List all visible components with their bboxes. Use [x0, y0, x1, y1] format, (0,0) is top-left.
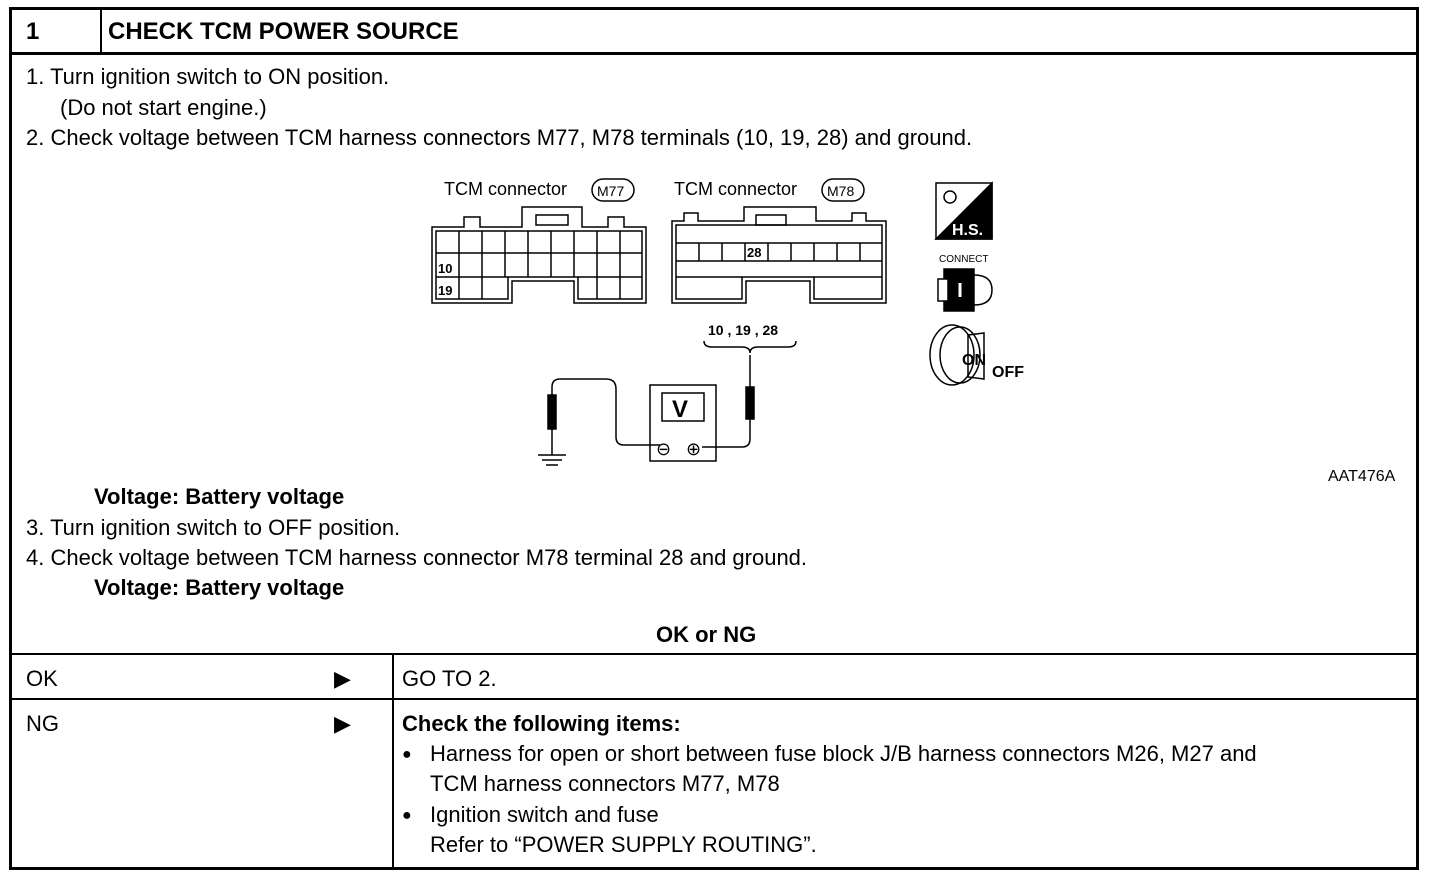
- ok-action: GO TO 2.: [402, 666, 497, 691]
- ignition-on: ON: [962, 352, 986, 369]
- header-divider: [100, 10, 102, 52]
- connector-plug-icon: [937, 268, 993, 312]
- voltage-spec-2: Voltage: Battery voltage: [94, 575, 345, 600]
- probe-terminals: 10 , 19 , 28: [708, 322, 778, 338]
- ok-or-ng: OK or NG: [656, 622, 757, 647]
- instruction-1-note: (Do not start engine.): [60, 95, 267, 120]
- m78-terminal-28: 28: [747, 245, 761, 260]
- connector-diagram: TCM connector M77 TCM connector M78: [431, 178, 1396, 485]
- conn2-id-badge: [821, 178, 865, 202]
- bullet-icon: ●: [402, 807, 412, 824]
- connector-m78: [671, 206, 887, 304]
- voltage-spec-1: Voltage: Battery voltage: [94, 484, 345, 509]
- instruction-4: 4. Check voltage between TCM harness con…: [26, 545, 808, 570]
- ok-label: OK: [26, 666, 58, 691]
- ng-item-2a: Ignition switch and fuse: [430, 802, 659, 827]
- conn1-id: M77: [597, 183, 624, 199]
- ng-item-1a: Harness for open or short between fuse b…: [430, 741, 1257, 766]
- voltmeter: [649, 384, 717, 462]
- step-header: 1 CHECK TCM POWER SOURCE: [12, 10, 1416, 55]
- instruction-2: 2. Check voltage between TCM harness con…: [26, 125, 973, 150]
- minus-terminal: ⊖: [656, 439, 671, 459]
- step-number: 1: [26, 18, 40, 45]
- m77-terminal-19: 19: [438, 283, 452, 298]
- step-title: CHECK TCM POWER SOURCE: [108, 18, 459, 45]
- conn1-id-badge: [591, 178, 635, 202]
- ng-item-1b: TCM harness connectors M77, M78: [430, 771, 780, 796]
- m77-terminal-10: 10: [438, 261, 452, 276]
- instruction-3: 3. Turn ignition switch to OFF position.: [26, 515, 401, 540]
- figure-code: AAT476A: [1328, 468, 1396, 485]
- conn2-label: TCM connector: [674, 179, 797, 199]
- ng-label: NG: [26, 711, 59, 736]
- conn1-label: TCM connector: [444, 179, 567, 199]
- procedure-table: 1 CHECK TCM POWER SOURCE 1. Turn ignitio…: [9, 7, 1419, 870]
- divider-ng: [12, 698, 1416, 700]
- instruction-1: 1. Turn ignition switch to ON position.: [26, 64, 390, 89]
- divider-ok: [12, 653, 1416, 655]
- ng-heading: Check the following items:: [402, 711, 681, 736]
- ignition-key-icon: ON OFF: [929, 324, 1024, 386]
- ok-arrow-icon: ▶: [334, 666, 351, 691]
- ignition-off: OFF: [992, 364, 1024, 381]
- hand-service-icon: H.S.: [934, 181, 993, 240]
- result-divider: [392, 653, 394, 867]
- connect-label: CONNECT: [939, 254, 988, 265]
- bullet-icon: ●: [402, 746, 412, 763]
- conn2-id: M78: [827, 183, 854, 199]
- ng-item-2b: Refer to “POWER SUPPLY ROUTING”.: [430, 832, 817, 857]
- plus-terminal: ⊕: [686, 439, 701, 459]
- voltmeter-symbol: V: [672, 396, 688, 423]
- connector-m77: [431, 206, 647, 304]
- ng-arrow-icon: ▶: [334, 711, 351, 736]
- hs-label: H.S.: [952, 222, 983, 239]
